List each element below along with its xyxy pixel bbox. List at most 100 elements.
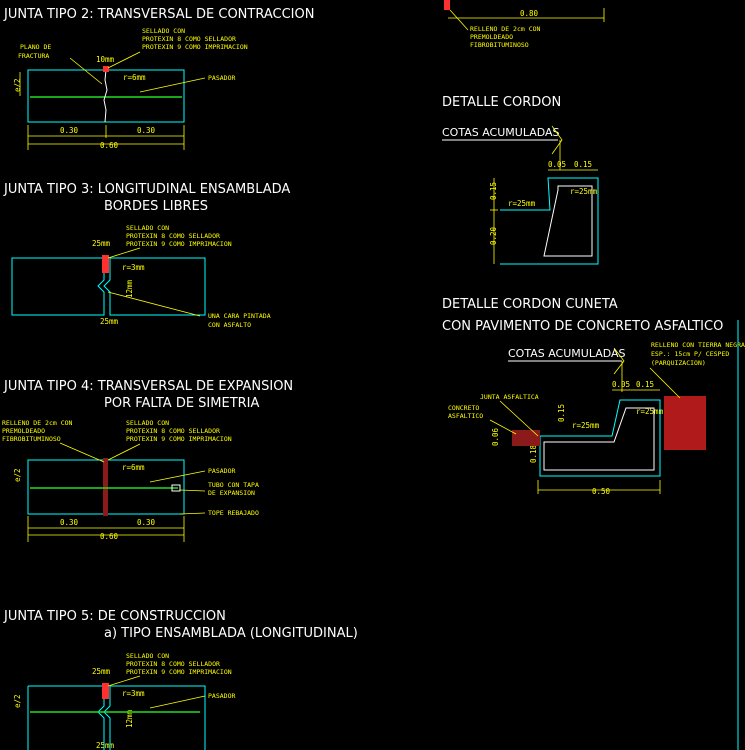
- dim-060: 0.60: [100, 532, 119, 541]
- relleno-line1: RELLENO DE 2cm CON: [2, 419, 73, 427]
- width-10mm-label: 10mm: [96, 55, 115, 64]
- dim-030-left: 0.30: [60, 518, 79, 527]
- cuneta-outline: [539, 399, 661, 477]
- detalle-cordon: DETALLE CORDON COTAS ACUMULADAS 0.05 0.1…: [442, 95, 599, 265]
- radius-25mm-top: r=25mm: [636, 407, 664, 416]
- sellado-note-line1: SELLADO CON: [126, 419, 169, 427]
- sellado-note-line2: PROTEXIN 8 COMO SELLADOR: [126, 232, 220, 240]
- dim-030-right: 0.30: [137, 518, 156, 527]
- junta-tipo-3-title-line2: BORDES LIBRES: [104, 199, 208, 214]
- width-25mm-label: 25mm: [92, 239, 111, 248]
- tubo-line1: TUBO CON TAPA: [208, 481, 259, 489]
- asphalt-layer: [512, 430, 540, 446]
- sellado-note-line1: SELLADO CON: [126, 652, 169, 660]
- sellado-note-line3: PROTEXIN 9 COMO IMPRIMACION: [126, 668, 232, 676]
- junta-tipo-4-detail: JUNTA TIPO 4: TRANSVERSAL DE EXPANSION P…: [2, 379, 293, 542]
- leader-tubo: [179, 489, 206, 492]
- leader-sellado: [107, 51, 141, 69]
- relleno-line3: FIBROBITUMINOSO: [2, 435, 61, 443]
- radius-6mm-label: r=6mm: [122, 463, 145, 472]
- cordon-rebar: [543, 185, 593, 257]
- half-thickness-label: e/2: [13, 694, 22, 708]
- width-25mm-bottom: 25mm: [96, 741, 115, 750]
- leader-sellado: [107, 443, 141, 461]
- top-right-fragment: 0.80 RELLENO DE 2cm CON PREMOLDEADO FIBR…: [444, 0, 605, 49]
- junta-tipo-2-detail: JUNTA TIPO 2: TRANSVERSAL DE CONTRACCION…: [3, 7, 314, 150]
- relleno-line2: PREMOLDEADO: [470, 33, 513, 41]
- leader-pasador: [149, 470, 206, 483]
- plano-fractura-line2: FRACTURA: [18, 52, 49, 60]
- tierra-negra-line1: RELLENO CON TIERRA NEGRA: [651, 341, 745, 349]
- junta-tipo-2-title: JUNTA TIPO 2: TRANSVERSAL DE CONTRACCION: [3, 7, 314, 22]
- dim-005: 0.05: [548, 160, 566, 169]
- pasador-label: PASADOR: [208, 74, 235, 82]
- leader-tope: [179, 512, 206, 515]
- leader-sellado: [107, 675, 141, 687]
- leader-plano: [69, 57, 103, 85]
- sellado-note-line1: SELLADO CON: [126, 224, 169, 232]
- radius-3mm-label: r=3mm: [122, 263, 145, 272]
- cordon-outline: [500, 177, 599, 265]
- cuneta-rebar: [543, 407, 655, 471]
- half-thickness-label: e/2: [13, 468, 22, 482]
- dim-060: 0.60: [100, 141, 119, 150]
- dim-080: 0.80: [520, 9, 539, 18]
- slab-right-outline: [103, 257, 206, 316]
- leader-relleno: [449, 9, 469, 31]
- sellado-note-line2: PROTEXIN 8 COMO SELLADOR: [126, 427, 220, 435]
- tierra-negra-line2: ESP.: 15cm P/ CESPED: [651, 350, 729, 358]
- dim-015-top: 0.15: [574, 160, 592, 169]
- depth-12mm-label: 12mm: [125, 709, 134, 728]
- joint-sealant: [103, 66, 109, 72]
- dim-020-side: 0.20: [489, 226, 498, 245]
- relleno-line3: FIBROBITUMINOSO: [470, 41, 529, 49]
- junta-tipo-4-title-line1: JUNTA TIPO 4: TRANSVERSAL DE EXPANSION: [3, 379, 293, 394]
- sellado-note-line3: PROTEXIN 9 COMO IMPRIMACION: [142, 43, 248, 51]
- cara-pintada-line2: CON ASFALTO: [208, 321, 251, 329]
- cuneta-title-line1: DETALLE CORDON CUNETA: [442, 297, 618, 312]
- width-25mm-label: 25mm: [92, 667, 111, 676]
- expansion-filler: [103, 458, 108, 516]
- half-thickness-label: e/2: [13, 78, 22, 92]
- joint-sealant: [102, 255, 109, 273]
- dim-005: 0.05: [612, 380, 630, 389]
- depth-12mm-label: 12mm: [125, 279, 134, 298]
- slab-left-outline: [11, 257, 105, 316]
- cotas-acumuladas-label: COTAS ACUMULADAS: [508, 347, 626, 360]
- fracture-plane-line: [103, 69, 108, 123]
- cara-pintada-line1: UNA CARA PINTADA: [208, 312, 271, 320]
- radius-25mm-left: r=25mm: [572, 421, 600, 430]
- dim-050: 0.50: [592, 487, 611, 496]
- leader-junta: [499, 400, 539, 437]
- cuneta-title-line2: CON PAVIMENTO DE CONCRETO ASFALTICO: [442, 319, 723, 334]
- filler-fragment: [444, 0, 450, 10]
- dim-006-side: 0.06: [491, 427, 500, 446]
- leader-sellado: [107, 247, 141, 259]
- tierra-negra-line3: (PARQUIZACION): [651, 359, 706, 367]
- sellado-note-line2: PROTEXIN 8 COMO SELLADOR: [142, 35, 236, 43]
- tope-rebajado-label: TOPE REBAJADO: [208, 509, 259, 517]
- plano-fractura-line1: PLANO DE: [20, 43, 51, 51]
- leader-relleno: [59, 442, 105, 463]
- tubo-line2: DE EXPANSION: [208, 489, 255, 497]
- sellado-note-line3: PROTEXIN 9 COMO IMPRIMACION: [126, 435, 232, 443]
- junta-tipo-4-title-line2: POR FALTA DE SIMETRIA: [104, 396, 260, 411]
- detalle-cordon-title: DETALLE CORDON: [442, 95, 561, 110]
- junta-tipo-5-detail: JUNTA TIPO 5: DE CONSTRUCCION a) TIPO EN…: [3, 609, 358, 750]
- leader-concreto: [489, 419, 517, 435]
- radius-25mm-left: r=25mm: [508, 199, 536, 208]
- junta-tipo-5-title-line1: JUNTA TIPO 5: DE CONSTRUCCION: [3, 609, 226, 624]
- radius-6mm-label: r=6mm: [123, 73, 146, 82]
- junta-tipo-3-detail: JUNTA TIPO 3: LONGITUDINAL ENSAMBLADA BO…: [3, 182, 290, 329]
- joint-sealant: [102, 683, 109, 699]
- leader-cara: [107, 291, 201, 317]
- junta-asfaltica-label: JUNTA ASFALTICA: [480, 393, 539, 401]
- cotas-arrow: [613, 347, 625, 375]
- relleno-line2: PREMOLDEADO: [2, 427, 45, 435]
- leader-tierra: [649, 367, 681, 399]
- slab-left-outline: [27, 685, 105, 750]
- dim-030-right: 0.30: [137, 126, 156, 135]
- concreto-asfaltico-line2: ASFALTICO: [448, 412, 483, 420]
- dim-015-top: 0.15: [636, 380, 654, 389]
- dim-018-side: 0.18: [529, 444, 538, 463]
